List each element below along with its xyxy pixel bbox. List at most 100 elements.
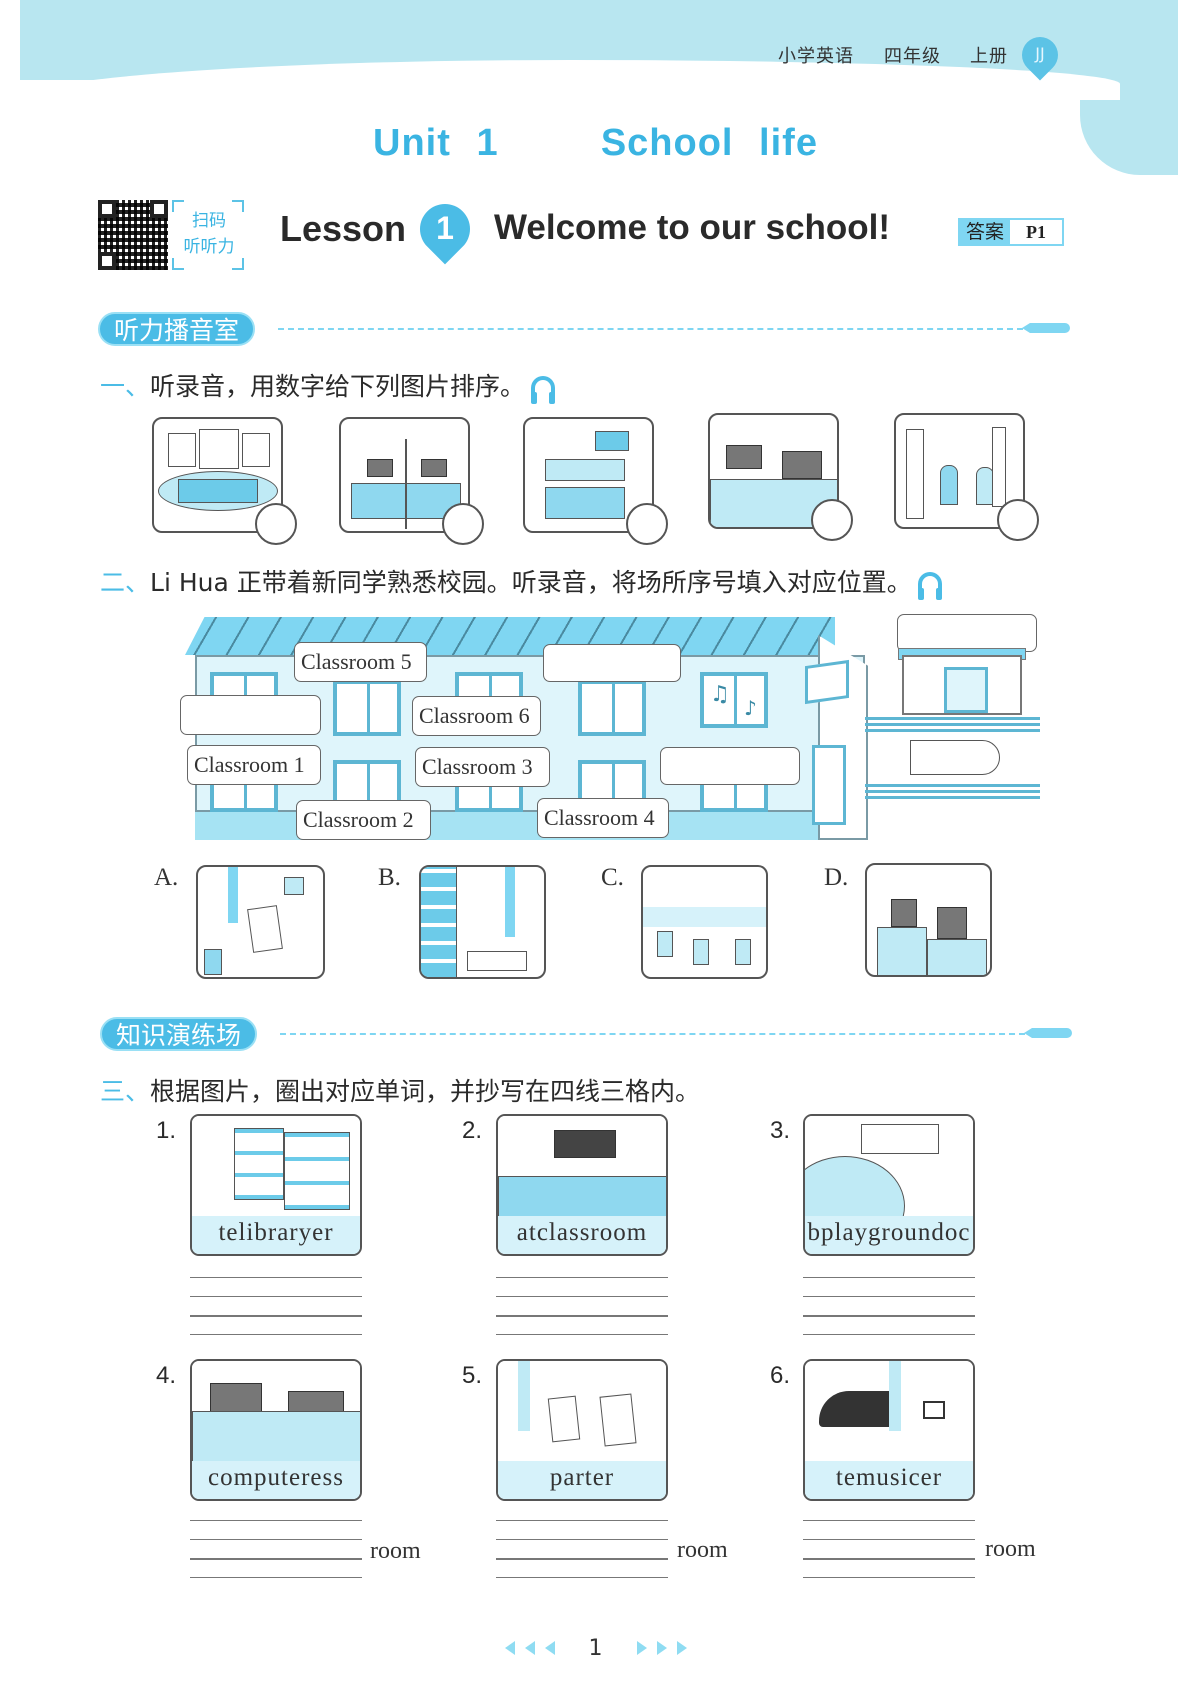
label-classroom-6: Classroom 6 [412,696,541,736]
word-card-playground: bplaygroundoc [803,1114,975,1256]
music-note-icon: ♪ [744,696,757,720]
answer-circle[interactable] [626,503,668,545]
page-number: 1 [588,1636,603,1661]
question-1-heading: 一、听录音，用数字给下列图片排序。 [100,367,556,404]
answer-circle[interactable] [442,503,484,545]
scrambled-word[interactable]: telibraryer [192,1216,360,1254]
blank-answer-box[interactable] [660,747,800,785]
curtain [228,867,238,923]
word-card-art-room: parter [496,1359,668,1501]
label-classroom-3: Classroom 3 [415,747,550,787]
header-subject: 小学英语 [778,46,854,67]
pencil-icon [1032,1028,1072,1038]
music-note-icon: ♫ [710,682,730,707]
qr-finder-icon [98,200,116,218]
qr-finder-icon [98,252,116,270]
track-line [865,796,1040,799]
answer-circle[interactable] [255,503,297,545]
illustration-playground [805,1116,973,1254]
blank-answer-box[interactable] [180,695,321,735]
label-classroom-5: Classroom 5 [294,642,427,682]
room-suffix: room [370,1538,421,1564]
track-line [865,717,1040,720]
headphone-icon[interactable] [917,572,942,600]
option-letter-c: C. [601,864,624,891]
unit-title: Unit 1 School life [373,122,818,164]
bracket-decoration [172,200,184,212]
section-pill-practice: 知识演练场 [100,1017,258,1051]
scrambled-word[interactable]: temusicer [805,1461,973,1499]
four-line-grid[interactable] [803,1277,975,1339]
item-number: 1. [156,1117,177,1144]
track-line [865,723,1040,726]
item-number: 5. [462,1362,483,1389]
triangle-right-icon [676,1641,687,1655]
word-card-music-room: temusicer [803,1359,975,1501]
answer-circle[interactable] [997,499,1039,541]
track-line [865,790,1040,793]
four-line-grid[interactable] [496,1520,668,1582]
section-pill-listening: 听力播音室 [98,312,256,346]
scrambled-word[interactable]: parter [498,1461,666,1499]
answer-label: 答案 [960,220,1010,244]
option-picture-art-room [196,865,325,979]
qr-code-icon[interactable] [98,200,168,270]
blank-answer-box[interactable] [897,614,1037,652]
four-line-grid[interactable] [190,1520,362,1582]
answer-circle[interactable] [811,499,853,541]
question-number: 二、 [100,568,151,597]
window [333,680,401,736]
question-number: 一、 [100,372,151,401]
four-line-grid[interactable] [496,1277,668,1339]
qr-caption: 扫码 听听力 [174,202,244,270]
music-room-window: ♫ ♪ [700,672,768,728]
item-number: 2. [462,1117,483,1144]
label-classroom-4: Classroom 4 [537,798,669,838]
scrambled-word[interactable]: bplaygroundoc [805,1216,973,1254]
four-line-grid[interactable] [803,1520,975,1582]
option-picture-computer-room [865,863,992,977]
question-instruction: 根据图片，圈出对应单词，并抄写在四线三格内。 [150,1077,701,1106]
section-divider [278,328,1023,330]
bracket-decoration [232,200,244,212]
question-3-heading: 三、根据图片，圈出对应单词，并抄写在四线三格内。 [100,1072,700,1108]
piano-icon [819,1391,899,1427]
option-letter-b: B. [378,864,401,891]
track-line [865,729,1040,732]
illustration-classroom [498,1116,666,1218]
illustration-bookshelves [192,1116,360,1218]
scrambled-word[interactable]: atclassroom [498,1216,666,1254]
bracket-decoration [172,258,184,270]
room-suffix: room [677,1537,728,1563]
illustration-computers [192,1361,360,1463]
scrambled-word[interactable]: computeress [192,1461,360,1499]
item-number: 3. [770,1117,791,1144]
answer-page: P1 [1026,222,1046,242]
picture-playground [152,417,283,533]
question-instruction: Li Hua 正带着新同学熟悉校园。听录音，将场所序号填入对应位置。 [150,568,912,597]
label-classroom-2: Classroom 2 [296,800,431,840]
word-card-classroom: atclassroom [496,1114,668,1256]
question-number: 三、 [100,1077,151,1106]
illustration-easels [498,1361,666,1463]
question-instruction: 听录音，用数字给下列图片排序。 [150,372,526,401]
label-classroom-1: Classroom 1 [187,745,321,785]
four-line-grid[interactable] [190,1277,362,1339]
hall-entrance [944,667,988,713]
triangle-left-icon [544,1641,555,1655]
qr-caption-line1: 扫码 [192,211,226,231]
item-number: 4. [156,1362,177,1389]
lesson-label: Lesson [280,208,407,249]
building-door [812,745,846,825]
pencil-icon [1030,323,1070,333]
blank-answer-box[interactable] [543,644,681,682]
counter [643,907,766,927]
bookshelf [421,867,457,977]
option-letter-d: D. [824,864,849,891]
triangle-left-icon [504,1641,515,1655]
illustration-piano [805,1361,973,1463]
answer-reference[interactable]: 答案 P1 [958,218,1064,246]
page-footer: 1 [0,1636,1191,1661]
headphone-icon[interactable] [531,376,556,404]
school-building-roof [185,617,835,655]
